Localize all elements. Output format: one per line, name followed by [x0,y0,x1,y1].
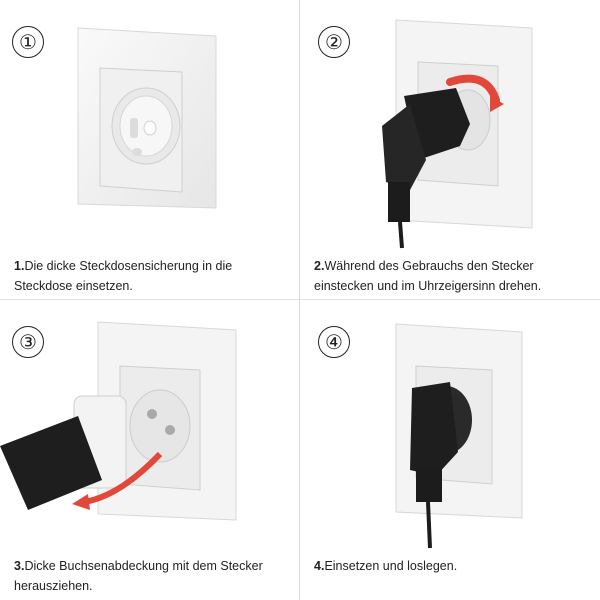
step-number-2: ② [318,26,350,58]
vertical-divider [299,0,300,600]
step-number-4: ④ [318,326,350,358]
step-label-3: 3. [14,559,25,573]
step-number-3: ③ [12,326,44,358]
horizontal-divider [0,299,600,300]
step-caption-2: 2.Während des Gebrauchs den Stecker eins… [314,256,594,296]
plug-inserted-illustration [395,323,523,549]
step-label-1: 1. [14,259,25,273]
plug-rotate-illustration [382,19,533,249]
socket-with-cover-illustration [77,27,217,209]
step-panel-1: ① 1.Die dicke Steckdosensicherung in die… [0,0,300,300]
step-text-4: Einsetzen und loslegen. [324,559,458,573]
step-number-1: ① [12,26,44,58]
step-caption-4: 4.Einsetzen und loslegen. [314,556,594,576]
step-label-2: 2. [314,259,325,273]
plug-remove-cover-illustration [0,321,237,521]
step-caption-1: 1.Die dicke Steckdosensicherung in die S… [14,256,294,296]
step-text-3: Dicke Buchsenabdeckung mit dem Stecker h… [14,559,263,593]
step-text-1: Die dicke Steckdosensicherung in die Ste… [14,259,233,293]
step-label-4: 4. [314,559,325,573]
step-panel-2: ② 2.Während des Gebrauchs den Stecker ei… [300,0,600,300]
step-text-2: Während des Gebrauchs den Stecker einste… [314,259,542,293]
step-panel-3: ③ 3.Dicke Buchsenabdeckung mit dem Steck… [0,300,300,600]
step-caption-3: 3.Dicke Buchsenabdeckung mit dem Stecker… [14,556,294,596]
step-panel-4: ④ 4.Einsetzen und loslegen. [300,300,600,600]
